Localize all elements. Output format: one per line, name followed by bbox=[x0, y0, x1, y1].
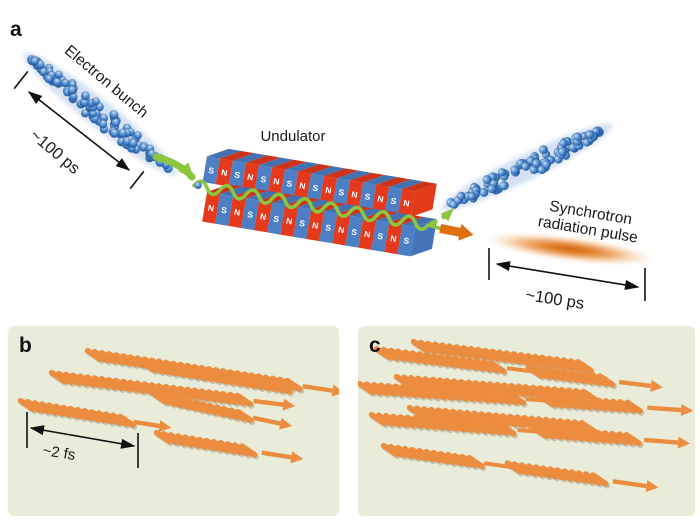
svg-text:S: S bbox=[220, 205, 228, 216]
panel-c: c bbox=[358, 326, 695, 516]
svg-text:N: N bbox=[246, 172, 254, 183]
dimension-arrow bbox=[495, 261, 640, 290]
bunch-duration-dimension bbox=[13, 70, 145, 190]
undulator-label: Undulator bbox=[260, 128, 326, 145]
panel-b: b ~2 fs bbox=[8, 326, 339, 516]
svg-text:S: S bbox=[377, 231, 385, 242]
fs-duration-dimension bbox=[26, 412, 139, 468]
svg-text:S: S bbox=[247, 209, 255, 220]
svg-text:S: S bbox=[351, 227, 359, 238]
svg-text:N: N bbox=[233, 207, 241, 218]
svg-text:N: N bbox=[299, 180, 307, 191]
panel-c-diagram bbox=[358, 338, 694, 492]
panel-c-label: c bbox=[369, 334, 381, 357]
electron-bunch-right bbox=[441, 123, 613, 211]
svg-text:N: N bbox=[220, 167, 228, 178]
svg-text:S: S bbox=[299, 218, 307, 229]
svg-text:S: S bbox=[286, 178, 294, 189]
svg-text:S: S bbox=[234, 169, 242, 180]
dimension-arrow bbox=[29, 425, 136, 449]
panel-b-diagram bbox=[17, 347, 339, 468]
svg-text:N: N bbox=[403, 198, 411, 209]
svg-text:N: N bbox=[207, 203, 215, 214]
svg-text:S: S bbox=[312, 183, 320, 194]
svg-text:N: N bbox=[311, 220, 319, 231]
radiation-pulse-ellipse bbox=[484, 232, 656, 266]
radiation-direction-arrow bbox=[439, 223, 474, 241]
electron-bunch-left bbox=[23, 52, 177, 176]
svg-text:N: N bbox=[390, 233, 398, 244]
svg-text:N: N bbox=[363, 229, 371, 240]
svg-text:S: S bbox=[273, 213, 281, 224]
svg-text:S: S bbox=[260, 174, 268, 185]
pulse-duration-dimension bbox=[488, 248, 646, 301]
svg-text:S: S bbox=[390, 196, 398, 207]
svg-text:S: S bbox=[364, 191, 372, 202]
electron-exit-dashed-arrow bbox=[429, 208, 454, 226]
svg-text:S: S bbox=[403, 235, 411, 246]
svg-text:N: N bbox=[285, 216, 293, 227]
svg-text:N: N bbox=[325, 185, 333, 196]
panel-a-label: a bbox=[10, 18, 22, 41]
svg-text:N: N bbox=[377, 193, 385, 204]
svg-text:N: N bbox=[259, 211, 267, 222]
svg-text:S: S bbox=[338, 187, 346, 198]
dimension-tick bbox=[129, 170, 145, 190]
electron-path-arrow bbox=[152, 153, 196, 181]
dimension-arrow bbox=[27, 91, 131, 171]
svg-text:S: S bbox=[208, 165, 216, 176]
dimension-tick bbox=[13, 70, 29, 90]
svg-text:S: S bbox=[325, 222, 333, 233]
svg-text:N: N bbox=[273, 176, 281, 187]
panel-b-label: b bbox=[19, 334, 32, 357]
svg-text:N: N bbox=[351, 189, 359, 200]
svg-text:N: N bbox=[337, 224, 345, 235]
